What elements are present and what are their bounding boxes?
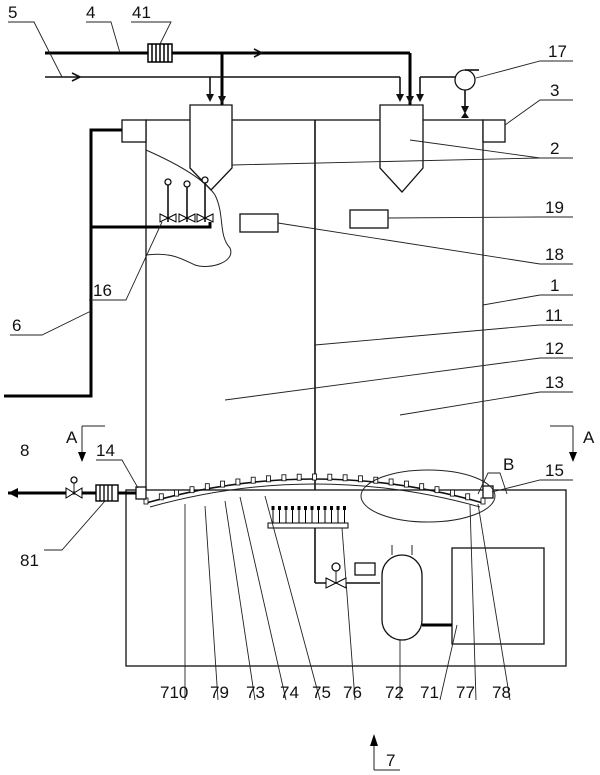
label-B: B <box>503 455 514 474</box>
top-flange-3 <box>482 119 506 143</box>
label-11: 11 <box>545 306 563 325</box>
nozzle <box>480 497 486 505</box>
label-7: 7 <box>386 751 395 770</box>
valve-8-icon <box>65 476 83 499</box>
nozzle <box>388 478 394 486</box>
label-A-right: A <box>583 428 595 447</box>
manifold-tube-cap <box>336 506 340 510</box>
hopper-right <box>379 104 424 193</box>
label-8: 8 <box>20 441 29 460</box>
nozzle <box>220 480 226 488</box>
manifold-tubes <box>271 506 346 523</box>
sensor-19 <box>349 209 389 229</box>
nozzle <box>403 480 409 488</box>
leader-lines <box>8 21 573 701</box>
nozzle <box>312 473 317 481</box>
nozzle <box>266 475 271 483</box>
nozzle-14 <box>135 486 147 500</box>
manifold-tube-cap <box>323 506 327 510</box>
label-72: 72 <box>385 683 404 702</box>
pipe-6 <box>4 128 212 398</box>
label-77: 77 <box>456 683 475 702</box>
label-4: 4 <box>86 3 95 22</box>
nozzle <box>342 474 348 482</box>
manifold-tube-cap <box>310 506 314 510</box>
nozzle <box>465 493 471 501</box>
inlet-arrow-4b <box>406 96 414 104</box>
nozzle <box>281 474 287 482</box>
manifold-tube-cap <box>284 506 288 510</box>
manifold-tube-cap <box>304 506 307 510</box>
label-13: 13 <box>545 373 564 392</box>
label-81: 81 <box>20 551 39 570</box>
valve-76-icon <box>325 562 376 589</box>
inlet-arrow-4 <box>218 96 226 104</box>
label-19: 19 <box>545 198 564 217</box>
label-41: 41 <box>132 3 151 22</box>
cutaway-16 <box>145 149 232 267</box>
nozzle <box>204 483 210 491</box>
nozzle <box>419 483 425 491</box>
manifold-tube-cap <box>297 506 301 510</box>
nozzle <box>158 493 164 501</box>
label-78: 78 <box>492 683 511 702</box>
label-A-left: A <box>66 428 78 447</box>
label-18: 18 <box>545 245 564 264</box>
tank-72 <box>381 545 423 641</box>
filter-81-icon <box>95 484 119 502</box>
nozzle <box>250 476 256 484</box>
label-76: 76 <box>343 683 362 702</box>
label-1: 1 <box>550 276 559 295</box>
nozzle <box>327 473 333 481</box>
label-2: 2 <box>550 139 559 158</box>
manifold-tube-cap <box>330 506 333 510</box>
label-79: 79 <box>210 683 229 702</box>
label-14: 14 <box>96 441 115 460</box>
view-arrow-7 <box>370 734 400 771</box>
control-box-71 <box>451 547 545 645</box>
nozzle <box>296 473 302 481</box>
label-17: 17 <box>548 42 567 61</box>
label-12: 12 <box>545 339 564 358</box>
pump-17-icon <box>454 69 479 118</box>
manifold-tube-cap <box>271 506 275 510</box>
label-5: 5 <box>8 3 17 22</box>
section-marker-A-right <box>550 425 577 462</box>
label-6: 6 <box>12 316 21 335</box>
label-75: 75 <box>312 683 331 702</box>
manifold-tube-cap <box>317 506 320 510</box>
label-74: 74 <box>280 683 299 702</box>
label-71: 71 <box>420 683 439 702</box>
nozzle <box>434 486 440 494</box>
label-15: 15 <box>545 461 564 480</box>
label-3: 3 <box>550 81 559 100</box>
nozzle <box>174 489 180 497</box>
pump-17-line <box>416 76 455 102</box>
hopper-left <box>189 104 233 191</box>
nozzle <box>235 478 241 486</box>
manifold-tube-cap <box>343 506 346 510</box>
vessel-body-1 <box>145 119 484 508</box>
section-marker-A-left <box>78 425 105 462</box>
label-73: 73 <box>246 683 265 702</box>
filter-41-icon <box>147 43 173 63</box>
nozzle <box>189 486 195 494</box>
nozzle <box>449 489 455 497</box>
valve-icon <box>159 213 214 223</box>
pipe-4 <box>45 51 412 110</box>
label-710: 710 <box>160 683 188 702</box>
detail-ellipse-B <box>360 469 496 523</box>
top-flange-left <box>121 119 147 143</box>
label-16: 16 <box>93 281 112 300</box>
nozzle <box>358 475 363 483</box>
manifold-tube-cap <box>291 506 294 510</box>
pipe-5 <box>45 48 404 102</box>
sensor-18 <box>239 213 279 233</box>
manifold-tube-cap <box>278 506 281 510</box>
